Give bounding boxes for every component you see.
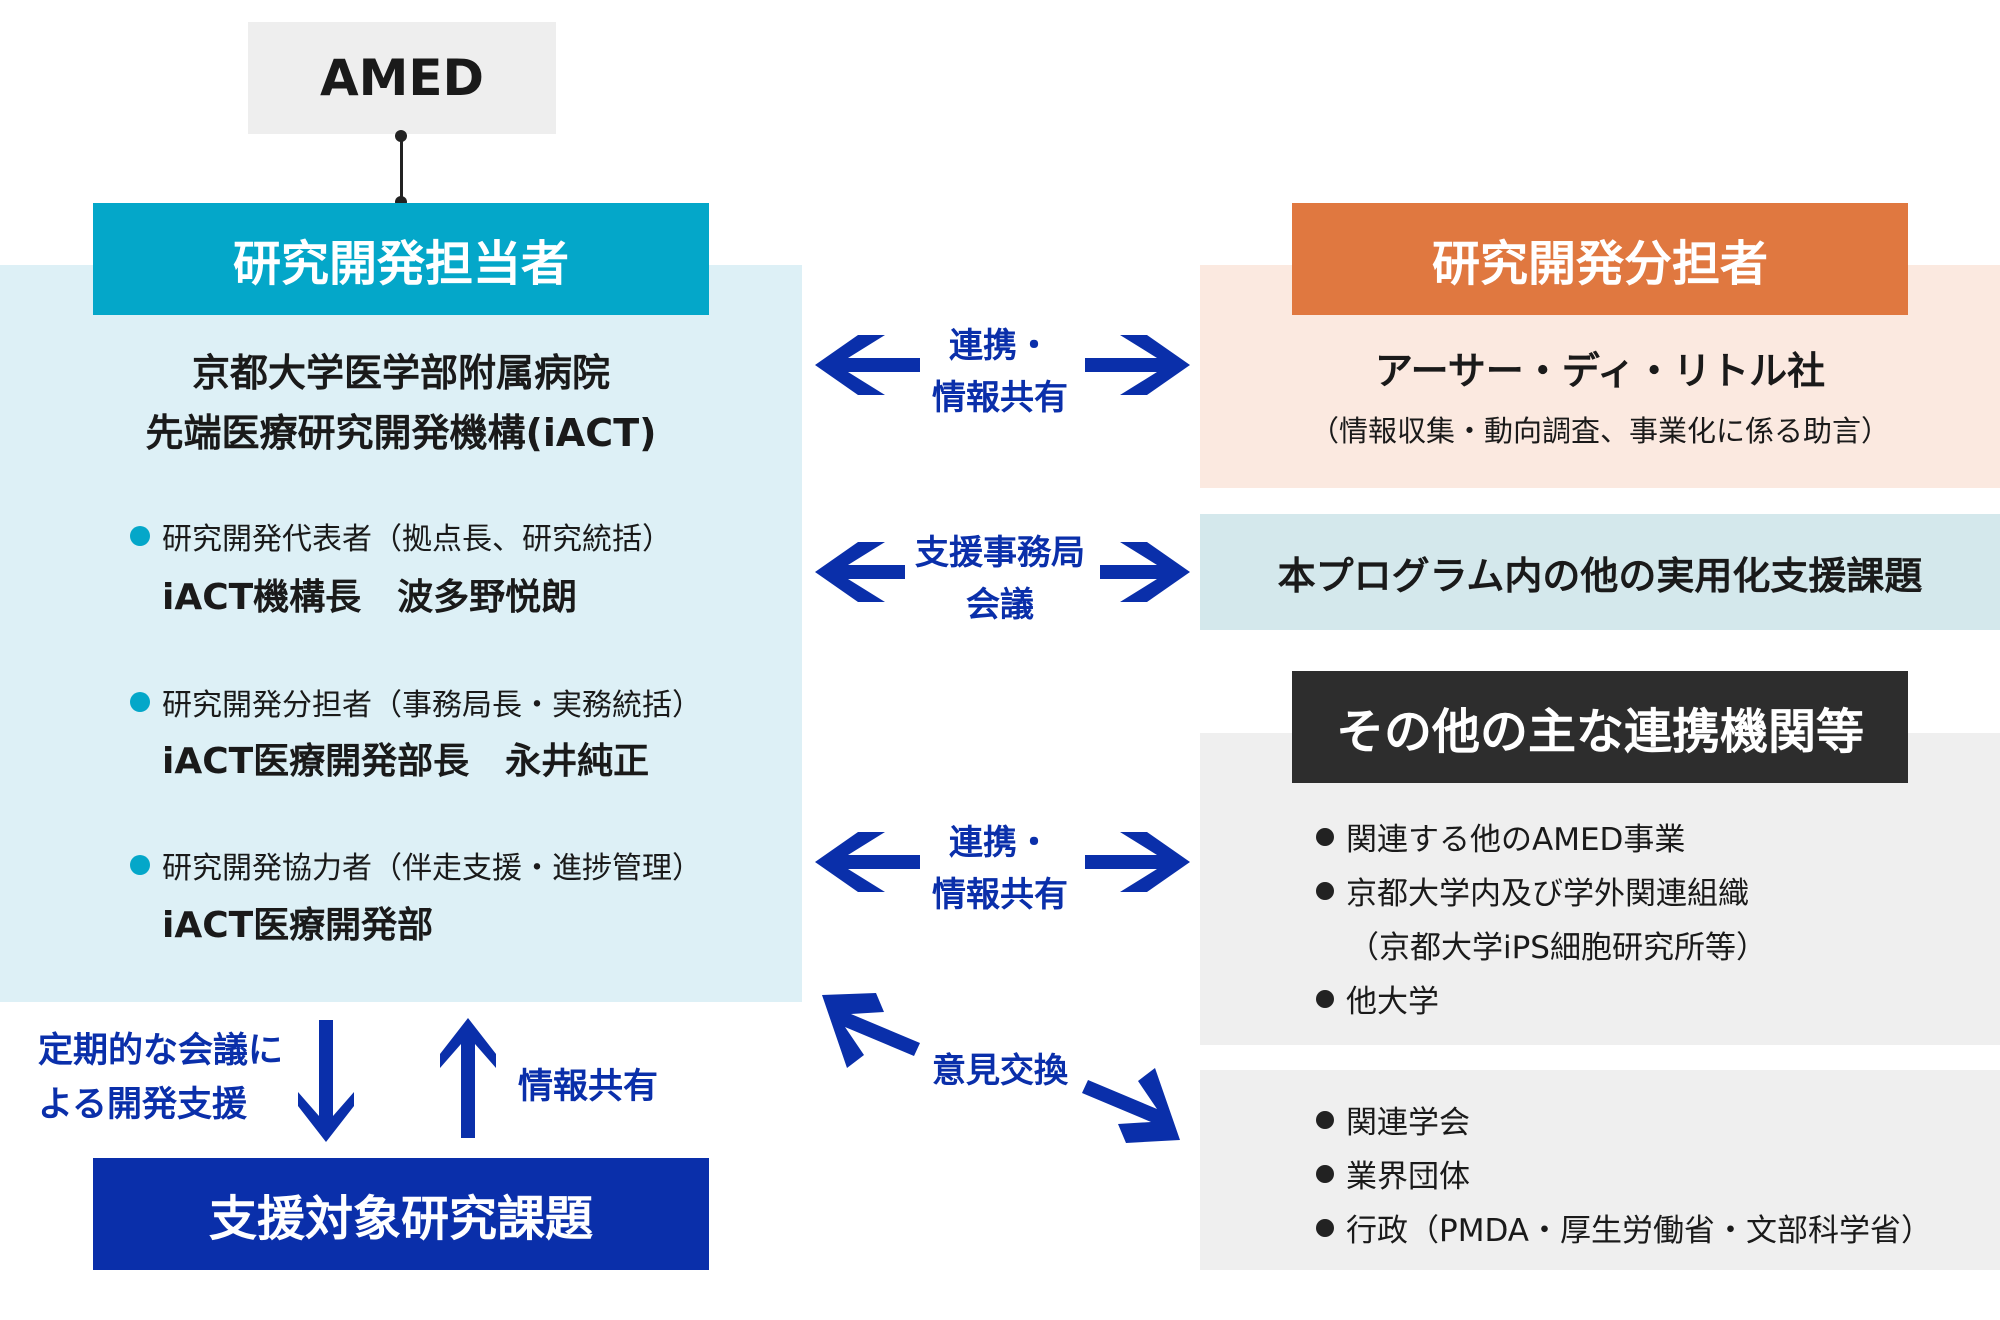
role-label: 研究開発分担者（事務局長・実務統括） [162,688,702,723]
amed-box: AMED [248,22,556,134]
role-item: 研究開発分担者（事務局長・実務統括） [130,680,702,724]
research-lead-header: 研究開発担当者 [93,203,709,315]
role-item: 研究開発協力者（伴走支援・進捗管理） [130,843,702,887]
adl-description: （情報収集・動向調査、事業化に係る助言） [1309,414,1890,448]
arrow-left-icon [815,335,920,395]
list-item: 他大学 [1316,976,1439,1021]
arrow-right-icon [1100,542,1190,602]
supported-project-box: 支援対象研究課題 [93,1158,709,1270]
adl-company-name: アーサー・ディ・リトル社 [1374,349,1826,393]
bullet-icon [1316,1218,1334,1237]
role-person: iACT医療開発部長 永井純正 [162,741,650,782]
arrow-up-icon [440,1018,496,1138]
bullet-icon [1316,881,1334,900]
arrow-left-icon [815,832,920,892]
arrow-right-icon [1085,335,1190,395]
org-name-line2: 先端医療研究開発機構(iACT) [145,411,657,455]
amed-connector-line [400,133,403,205]
list-item: 京都大学内及び学外関連組織 [1316,868,1749,913]
list-item: 関連する他のAMED事業 [1316,814,1685,859]
list-item: 行政（PMDA・厚生労働省・文部科学省） [1316,1205,1932,1250]
collab-label: 連携・ 情報共有 [932,326,1068,418]
bullet-icon [1316,827,1334,846]
bullet-icon [130,855,150,875]
arrow-down-icon [298,1020,354,1142]
research-lead-panel [0,265,802,1002]
arrow-right-icon [1085,832,1190,892]
role-person: iACT機構長 波多野悦朗 [162,577,578,618]
role-person: iACT医療開発部 [162,905,434,946]
list-item-sub: （京都大学iPS細胞研究所等） [1348,930,1767,966]
bullet-icon [1316,1110,1334,1129]
info-share-label: 情報共有 [518,1067,659,1107]
list-item: 業界団体 [1316,1151,1470,1196]
bullet-icon [1316,989,1334,1008]
collab-label: 連携・ 情報共有 [932,823,1068,915]
meeting-support-label: 定期的な会議に よる開発支援 [38,1031,284,1125]
partner-orgs-header: その他の主な連携機関等 [1292,671,1908,783]
role-item: 研究開発代表者（拠点長、研究統括） [130,514,672,558]
other-program-box: 本プログラム内の他の実用化支援課題 [1200,514,2000,630]
org-name-line1: 京都大学医学部附属病院 [191,351,610,395]
list-item: 関連学会 [1316,1097,1470,1142]
bullet-icon [130,692,150,712]
arrow-diagonal-icon [1082,1068,1180,1143]
role-label: 研究開発協力者（伴走支援・進捗管理） [162,851,702,886]
arrow-diagonal-icon [822,993,920,1068]
connector-dot-top [395,130,407,142]
bullet-icon [1316,1164,1334,1183]
bullet-icon [130,526,150,546]
role-label: 研究開発代表者（拠点長、研究統括） [162,522,672,557]
research-partner-header: 研究開発分担者 [1292,203,1908,315]
secretariat-meeting-label: 支援事務局 会議 [915,533,1085,625]
arrow-left-icon [815,542,905,602]
opinion-exchange-label: 意見交換 [932,1051,1068,1091]
